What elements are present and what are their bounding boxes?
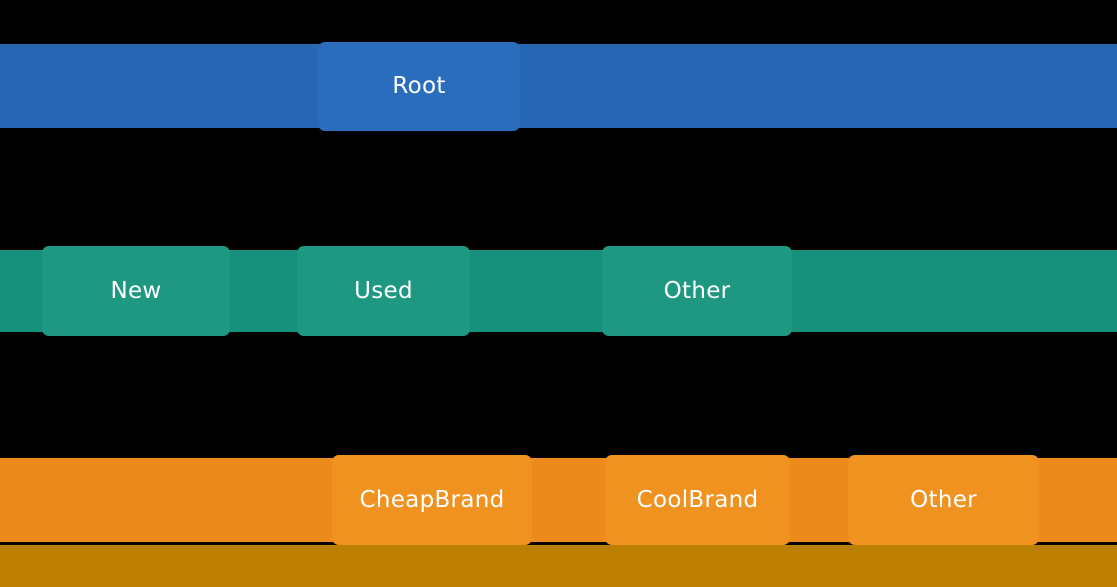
node-label-new: New <box>110 277 162 304</box>
node-tile-new-depth2[interactable]: New <box>42 246 230 336</box>
root-level-bar <box>0 44 1117 128</box>
node-label-cheapbrand: CheapBrand <box>359 486 505 513</box>
node-label-used: Used <box>354 277 413 304</box>
node-label-coolbrand: CoolBrand <box>636 486 759 513</box>
node-tile-cheapbrand-depth3[interactable]: CheapBrand <box>332 455 532 545</box>
node-label-other: Other <box>663 277 731 304</box>
node-tile-other-depth3[interactable]: Other <box>848 455 1039 545</box>
node-tile-coolbrand-depth3[interactable]: CoolBrand <box>605 455 790 545</box>
node-tile-other-depth2[interactable]: Other <box>602 246 792 336</box>
truncated-level-strip <box>0 545 1117 587</box>
node-label-root: Root <box>392 73 446 99</box>
node-tile-used-depth2[interactable]: Used <box>297 246 470 336</box>
node-tile-root-depth1[interactable]: Root <box>318 42 520 131</box>
node-label-other: Other <box>910 486 977 513</box>
